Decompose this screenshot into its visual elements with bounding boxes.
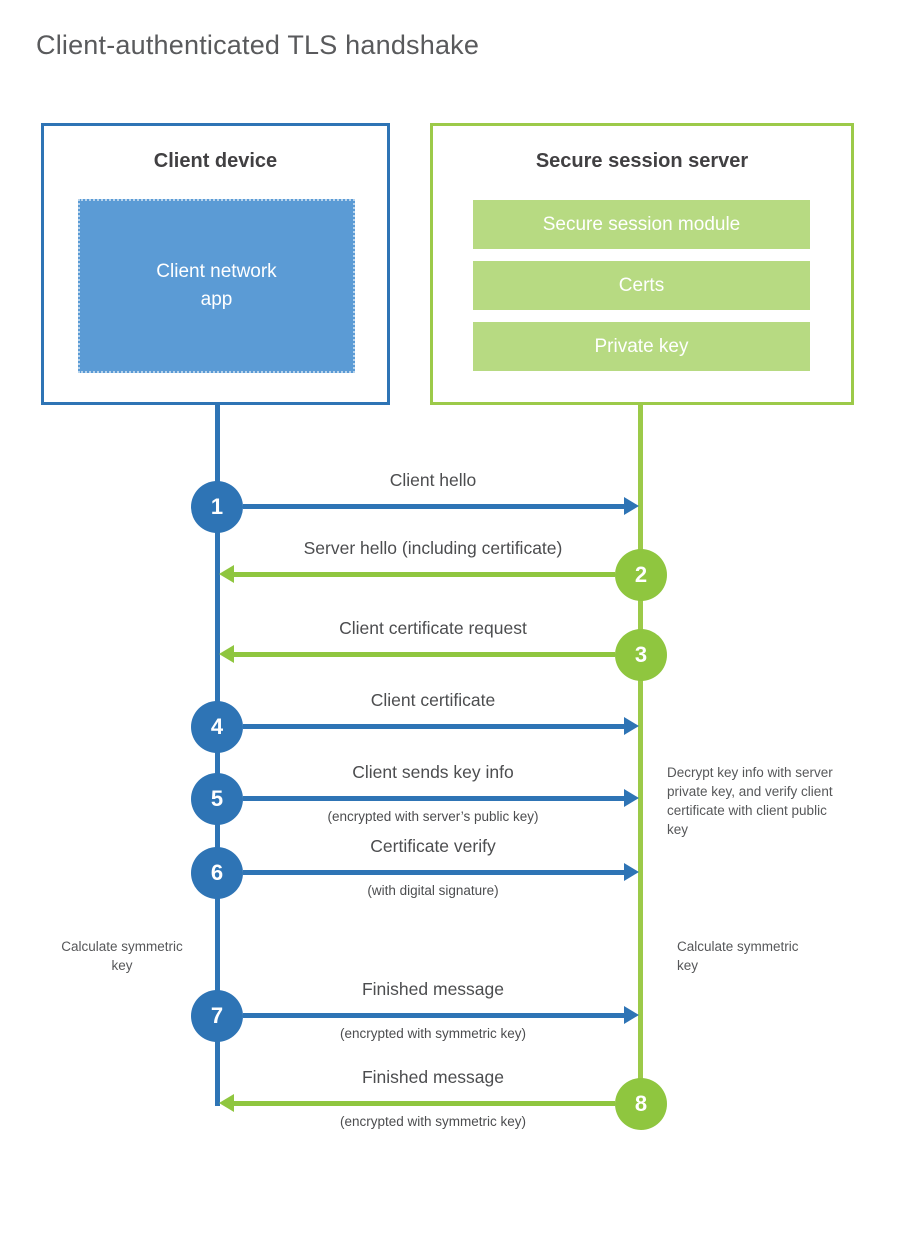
client-device-box: Client device Client network app — [41, 123, 390, 405]
arrow-line — [243, 1013, 624, 1018]
arrow-line — [243, 870, 624, 875]
arrow-line — [234, 572, 615, 577]
step-number-badge: 4 — [191, 701, 243, 753]
arrow-line — [243, 724, 624, 729]
arrow-right-icon — [624, 497, 639, 515]
arrow-right-icon — [624, 717, 639, 735]
step-label: Server hello (including certificate) — [303, 538, 563, 558]
arrow-line — [243, 796, 624, 801]
step-sublabel: (with digital signature) — [367, 883, 499, 898]
arrow-left-icon — [219, 565, 234, 583]
step-number-badge: 8 — [615, 1078, 667, 1130]
note-decrypt-key-info: Decrypt key info with server private key… — [667, 765, 833, 837]
step-number-badge: 1 — [191, 481, 243, 533]
step-label: Client sends key info — [352, 762, 514, 782]
arrow-left-icon — [219, 645, 234, 663]
arrow-right-icon — [624, 863, 639, 881]
server-module-private-key: Private key — [473, 322, 810, 371]
client-network-app-box: Client network app — [78, 199, 355, 373]
arrow-line — [243, 504, 624, 509]
step-number-badge: 6 — [191, 847, 243, 899]
client-device-heading: Client device — [153, 150, 278, 172]
arrow-left-icon — [219, 1094, 234, 1112]
arrow-right-icon — [624, 1006, 639, 1024]
note-calculate-symmetric-key-client: Calculate symmetric key — [61, 939, 183, 973]
step-label: Finished message — [361, 979, 505, 999]
step-label: Client certificate request — [339, 618, 527, 638]
step-label: Certificate verify — [370, 836, 496, 856]
step-number-badge: 2 — [615, 549, 667, 601]
server-lifeline — [638, 404, 643, 1106]
server-module-secure-session: Secure session module — [473, 200, 810, 249]
step-sublabel: (encrypted with server’s public key) — [327, 809, 539, 824]
note-calculate-symmetric-key-server: Calculate symmetric key — [677, 939, 799, 973]
client-lifeline — [215, 404, 220, 1106]
arrow-line — [234, 652, 615, 657]
step-label: Client hello — [389, 470, 477, 490]
step-label: Client certificate — [370, 690, 496, 710]
secure-session-server-box: Secure session server Secure session mod… — [430, 123, 854, 405]
client-network-app-label: Client network app — [156, 261, 277, 310]
step-sublabel: (encrypted with symmetric key) — [339, 1026, 527, 1041]
step-sublabel: (encrypted with symmetric key) — [339, 1114, 527, 1129]
server-modules: Secure session module Certs Private key — [473, 200, 810, 383]
page-title: Client-authenticated TLS handshake — [36, 30, 480, 60]
server-module-certs: Certs — [473, 261, 810, 310]
arrow-line — [234, 1101, 615, 1106]
step-label: Finished message — [361, 1067, 505, 1087]
arrow-right-icon — [624, 789, 639, 807]
step-number-badge: 7 — [191, 990, 243, 1042]
step-number-badge: 3 — [615, 629, 667, 681]
server-heading: Secure session server — [535, 150, 749, 172]
step-number-badge: 5 — [191, 773, 243, 825]
